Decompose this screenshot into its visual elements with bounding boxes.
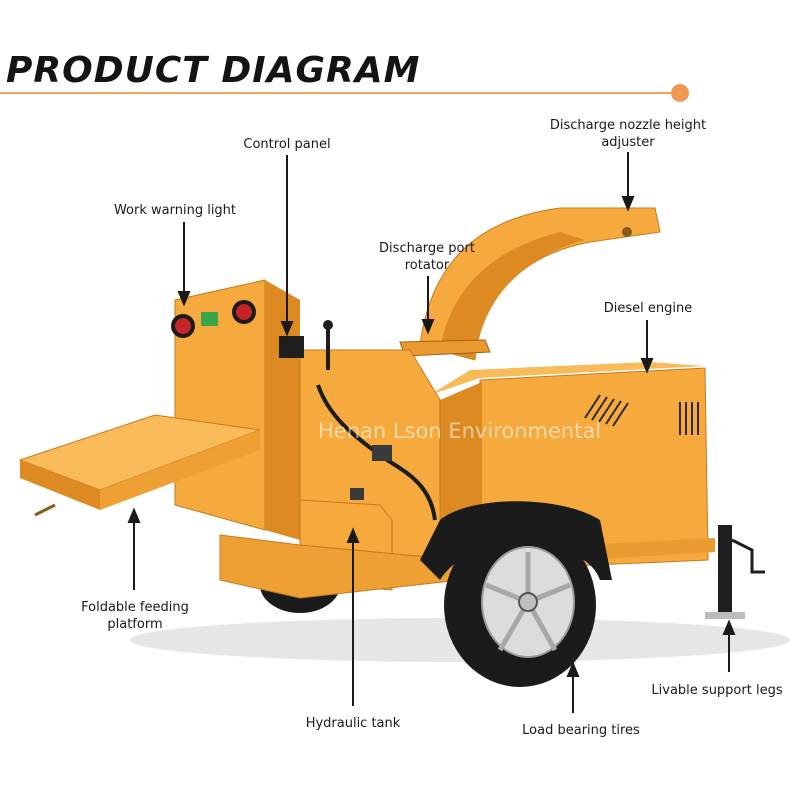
rim-hub — [518, 592, 538, 612]
discharge-port-collar — [399, 339, 491, 357]
warning-light-left — [175, 318, 191, 334]
label-diesel-engine: Diesel engine — [598, 300, 698, 317]
drawbar — [580, 538, 715, 560]
label-discharge-nozzle: Discharge nozzle height adjuster — [530, 117, 726, 151]
label-hydraulic-tank-text: Hydraulic tank — [305, 716, 401, 731]
feeding-platform-side — [100, 430, 260, 510]
hopper-housing-front — [265, 280, 300, 540]
title-accent-dot — [671, 84, 689, 102]
label-discharge-port-line2: rotator — [404, 258, 450, 273]
label-work-warning-light: Work warning light — [107, 202, 243, 219]
arrow-warning-light — [177, 291, 191, 307]
title-underline — [0, 92, 680, 94]
label-feeding-platform: Foldable feeding platform — [70, 599, 200, 633]
support-jack-foot — [705, 612, 745, 619]
control-lever-knob — [323, 320, 333, 330]
watermark-text: Henan Lson Environmental — [318, 419, 601, 443]
nozzle-adjuster-knob — [622, 227, 632, 237]
label-discharge-nozzle-line2: adjuster — [601, 135, 655, 150]
hydraulic-tank-cap — [350, 488, 364, 500]
arrow-discharge-port — [421, 319, 435, 335]
label-work-warning-light-text: Work warning light — [113, 203, 237, 218]
label-load-tires-text: Load bearing tires — [522, 723, 640, 738]
arrow-support-legs — [722, 619, 736, 635]
engine-vents — [584, 394, 699, 435]
warning-light-right — [236, 304, 252, 320]
page-title: PRODUCT DIAGRAM — [6, 50, 421, 91]
arrow-load-tires — [566, 661, 580, 677]
control-panel-box — [279, 336, 304, 358]
label-feeding-platform-line1: Foldable feeding — [81, 600, 189, 615]
feeding-platform-edge — [20, 460, 100, 510]
callout-lines — [127, 152, 736, 713]
hydraulic-valve — [372, 445, 392, 461]
label-control-panel: Control panel — [235, 136, 339, 153]
arrow-diesel-engine — [640, 358, 654, 374]
arrow-hydraulic-tank — [346, 527, 360, 543]
label-discharge-port: Discharge port rotator — [363, 240, 491, 274]
support-jack-post — [718, 525, 732, 615]
support-jack-crank — [731, 538, 765, 574]
label-discharge-nozzle-line1: Discharge nozzle height — [549, 118, 707, 133]
label-discharge-port-line1: Discharge port — [379, 241, 475, 256]
label-support-legs-text: Livable support legs — [651, 683, 783, 698]
label-diesel-engine-text: Diesel engine — [603, 301, 693, 316]
label-support-legs: Livable support legs — [645, 682, 789, 699]
arrow-feeding-platform — [127, 507, 141, 523]
arrow-control-panel — [280, 321, 294, 337]
label-feeding-platform-line2: platform — [107, 617, 163, 632]
warning-light-switch — [201, 312, 218, 326]
label-control-panel-text: Control panel — [243, 137, 331, 152]
discharge-chute-shade — [440, 232, 585, 360]
arrow-discharge-nozzle — [621, 196, 635, 212]
platform-pin — [34, 503, 56, 517]
label-load-tires: Load bearing tires — [514, 722, 648, 739]
label-hydraulic-tank: Hydraulic tank — [305, 715, 401, 732]
engine-housing-top — [430, 362, 705, 395]
